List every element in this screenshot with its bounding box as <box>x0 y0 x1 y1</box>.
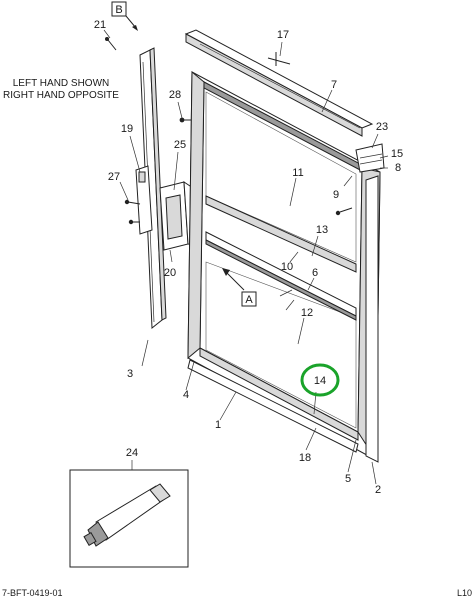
callout-14: 14 <box>314 375 326 387</box>
callout-20: 20 <box>164 267 176 279</box>
division-bar-part-10-6 <box>205 231 357 321</box>
callout-27: 27 <box>108 171 120 183</box>
leader-lines <box>103 29 389 485</box>
callout-12: 12 <box>301 307 313 319</box>
callout-11: 11 <box>292 167 303 179</box>
callout-10: 10 <box>281 261 293 273</box>
tube-part-24-box <box>69 469 189 568</box>
view-marker-a-label: A <box>245 294 253 306</box>
callout-25: 25 <box>174 139 186 151</box>
view-marker-a: A <box>222 268 257 307</box>
callout-5: 5 <box>345 473 351 485</box>
callout-1: 1 <box>215 419 221 431</box>
callout-15: 15 <box>391 148 403 160</box>
callout-labels: 21 17 7 28 19 23 25 15 8 27 11 9 13 10 2… <box>94 19 403 496</box>
hinge-bracket-part-19 <box>135 165 153 235</box>
screw-part-27 <box>124 199 141 225</box>
callout-23: 23 <box>376 121 388 133</box>
note-line-1: LEFT HAND SHOWN <box>13 78 110 89</box>
clip-part-17 <box>267 52 291 66</box>
screw-part-21 <box>105 37 117 51</box>
note-line-2: RIGHT HAND OPPOSITE <box>3 90 119 101</box>
callout-3: 3 <box>127 368 133 380</box>
upper-glass-part-11 <box>205 91 357 263</box>
callout-9: 9 <box>333 189 339 201</box>
callout-18: 18 <box>299 452 311 464</box>
callout-19: 19 <box>121 123 133 135</box>
fastener-part-9 <box>335 207 353 216</box>
callout-8: 8 <box>395 162 401 174</box>
division-bar-part-13 <box>205 195 357 273</box>
callout-17: 17 <box>277 29 289 41</box>
callout-21: 21 <box>94 19 106 31</box>
callout-6: 6 <box>312 267 318 279</box>
callout-13: 13 <box>316 224 328 236</box>
callout-28: 28 <box>169 89 181 101</box>
footer-left: 7-BFT-0419-01 <box>2 588 63 598</box>
callout-24: 24 <box>126 447 138 459</box>
callout-2: 2 <box>375 484 381 496</box>
callout-4: 4 <box>183 389 189 401</box>
view-marker-b: B <box>111 1 138 31</box>
bracket-parts-15-23-8 <box>355 143 385 173</box>
view-marker-b-label: B <box>115 4 122 16</box>
highlight-circle-part-14 <box>300 363 340 397</box>
footer-right: L10 <box>457 588 472 598</box>
callout-7: 7 <box>331 79 337 91</box>
